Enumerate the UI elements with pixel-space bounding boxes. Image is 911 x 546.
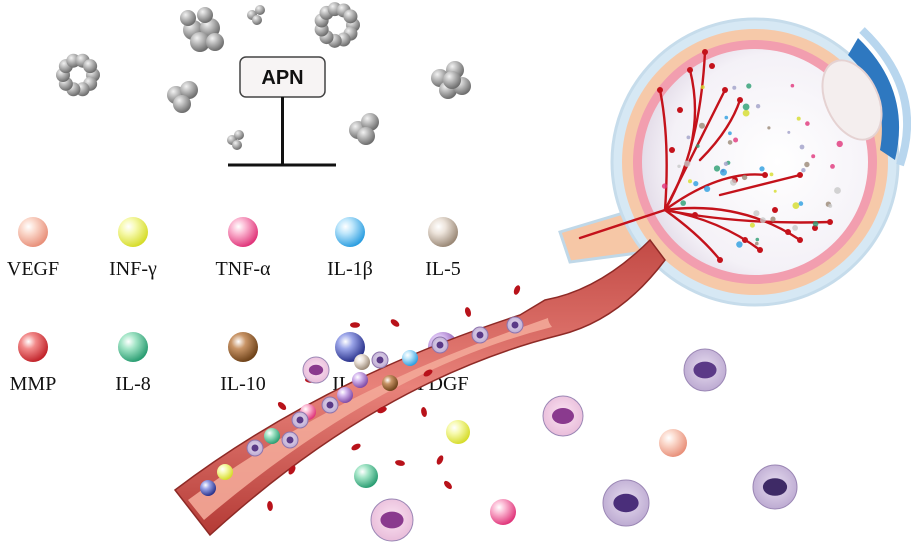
neutrophil-2: [303, 357, 329, 383]
apn-cluster-left: [167, 81, 198, 113]
legend-item-mmp: MMP: [10, 332, 57, 395]
eye-illustration: [560, 19, 907, 305]
apn-hmw-ring-top: [315, 2, 360, 48]
legend-label-tnf: TNF-α: [216, 258, 271, 280]
apn-trimer-small: [227, 130, 244, 150]
legend-item-il5: IL-5: [425, 217, 461, 280]
legend-label-vegf: VEGF: [7, 258, 59, 280]
neutrophil-3: [371, 499, 413, 541]
cytokine-tnf: [490, 499, 516, 525]
legend-label-mmp: MMP: [10, 373, 57, 395]
apn-hmw-ring-left: [56, 54, 100, 97]
legend-swatch-mmp: [18, 332, 48, 362]
legend-item-il1b: IL-1β: [327, 217, 373, 280]
apn-trimer-tiny: [247, 5, 265, 25]
legend-label-inf: INF-γ: [109, 258, 157, 280]
legend-label-il5: IL-5: [425, 258, 461, 280]
legend-swatch-tnf: [228, 217, 258, 247]
cytokine-il8: [354, 464, 378, 488]
neutrophil-1: [543, 396, 583, 436]
apn-cluster-top: [180, 7, 224, 52]
apn-block-symbol: APN: [228, 57, 336, 165]
legend-item-il8: IL-8: [115, 332, 151, 395]
apn-label: APN: [261, 67, 303, 89]
monocyte-1: [684, 349, 726, 391]
legend-label-il8: IL-8: [115, 373, 151, 395]
legend-swatch-il10: [228, 332, 258, 362]
cytokine-inf: [446, 420, 470, 444]
legend-item-il10: IL-10: [220, 332, 266, 395]
legend-swatch-vegf: [18, 217, 48, 247]
legend-label-il1b: IL-1β: [327, 258, 373, 280]
apn-cluster-mid: [349, 113, 379, 145]
legend-item-vegf: VEGF: [7, 217, 59, 280]
legend-item-inf: INF-γ: [109, 217, 157, 280]
legend-label-il10: IL-10: [220, 373, 266, 395]
monocyte-2: [603, 480, 649, 526]
legend-swatch-il1b: [335, 217, 365, 247]
legend-swatch-inf: [118, 217, 148, 247]
legend-swatch-il5: [428, 217, 458, 247]
apn-cluster-right: [431, 61, 471, 99]
legend-swatch-il8: [118, 332, 148, 362]
legend-item-tnf: TNF-α: [216, 217, 271, 280]
cytokine-vegf: [659, 429, 687, 457]
macrophage-1: [753, 465, 797, 509]
